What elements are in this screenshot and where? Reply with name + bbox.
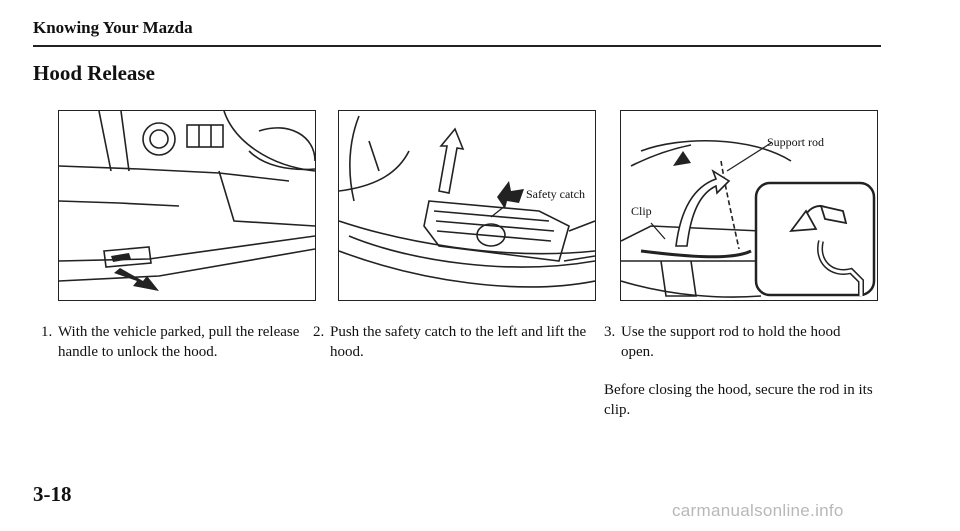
header-rule — [33, 45, 881, 47]
safety-catch-label: Safety catch — [525, 187, 586, 202]
lift-arrow-icon — [673, 151, 731, 247]
step-text: Push the safety catch to the left and li… — [330, 324, 587, 360]
push-arrow-icon — [497, 181, 524, 209]
clip-label: Clip — [631, 204, 652, 218]
closing-note: Before closing the hood, secure the rod … — [604, 382, 873, 418]
pull-arrow-icon — [114, 268, 159, 291]
step-text: With the vehicle parked, pull the releas… — [58, 324, 300, 360]
figure-safety-catch: Safety catch — [338, 110, 596, 301]
step-text: Use the support rod to hold the hood ope… — [621, 324, 841, 360]
figure-support-rod: Support rod Clip — [620, 110, 878, 301]
support-rod-icon — [754, 181, 876, 297]
figure-hood-release-lever — [58, 110, 316, 301]
section-title: Hood Release — [33, 61, 155, 85]
watermark: carmanualsonline.info — [672, 501, 844, 520]
step-number: 3. — [604, 324, 616, 340]
page-header: Knowing Your Mazda — [33, 18, 193, 37]
instruction-step-1: 1. With the vehicle parked, pull the rel… — [41, 322, 311, 362]
lift-arrow-icon — [438, 127, 465, 194]
support-rod-illustration — [621, 139, 876, 298]
dashboard-illustration — [59, 111, 315, 291]
hood-release-handle-icon — [111, 253, 131, 262]
step-number: 1. — [41, 324, 53, 340]
instruction-step-3: 3. Use the support rod to hold the hood … — [604, 322, 874, 362]
instruction-step-2: 2. Push the safety catch to the left and… — [313, 322, 598, 362]
step-number: 2. — [313, 324, 325, 340]
grille-illustration — [339, 115, 595, 288]
page-number: 3-18 — [33, 482, 72, 506]
support-rod-label: Support rod — [767, 135, 824, 149]
